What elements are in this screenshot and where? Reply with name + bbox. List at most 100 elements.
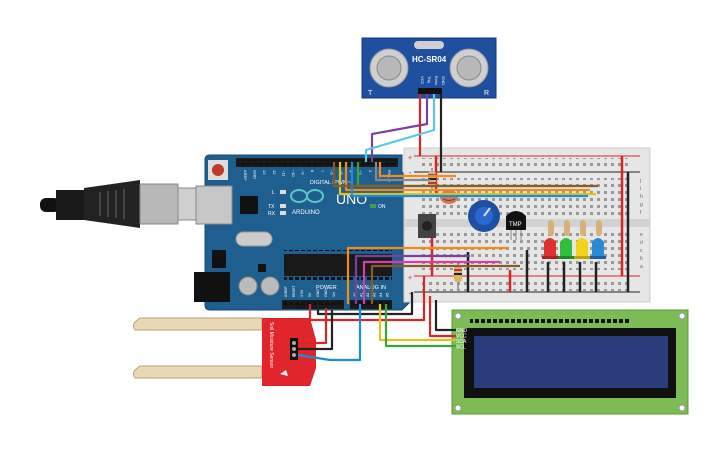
row-letter: e (640, 232, 643, 238)
power-header-label: POWER (316, 285, 337, 291)
wire-a-orange (346, 246, 508, 304)
arduino-logo (290, 189, 324, 203)
wire-soil-gnd (298, 310, 334, 351)
lcd-pin-label: GND (456, 328, 468, 334)
wire-d-orange (344, 162, 590, 192)
soil-label: Soil Moisture Sensor (268, 322, 274, 368)
power-pin-label: 5V (308, 292, 312, 297)
analog-pin-label: A2 (366, 293, 370, 297)
sonar-pin-label: Trig (427, 76, 432, 83)
lcd-pin-label: SCL (456, 345, 466, 351)
sonar-pin-label: Echo (434, 76, 439, 86)
sonar-pin-label: VCC (420, 76, 425, 85)
analog-pin-label: A3 (373, 293, 377, 297)
wire-5v-red (308, 276, 426, 322)
rail-minus-bottom: - (409, 291, 412, 298)
digital-pin-label: AREF (243, 170, 248, 181)
push-button[interactable] (418, 214, 436, 238)
power-jack (194, 272, 230, 302)
digital-header-label: DIGITAL (PWM~) (310, 180, 353, 186)
wire-d-gray (374, 162, 430, 182)
wire-d-brown (332, 162, 598, 188)
power-pin-label: Vin (332, 292, 336, 297)
led-green[interactable] (558, 238, 574, 259)
digital-pin-label: 13 (262, 170, 267, 175)
led-yellow[interactable] (574, 238, 590, 259)
digital-pin-label: ~3 (358, 170, 363, 175)
rail-plus-bottom: + (408, 275, 412, 282)
sonar-r: R (484, 90, 489, 97)
row-letter: b (640, 256, 643, 262)
power-pin-label: GND (324, 289, 328, 297)
wire-a-brown (370, 264, 520, 304)
led-tx-label: TX (268, 204, 275, 210)
rail-minus-top: - (409, 170, 412, 177)
digital-pin-label: ~5 (339, 170, 344, 175)
wire-a-purple (354, 254, 470, 304)
digital-pin-label: 2 (368, 170, 373, 173)
wire-lcd-gnd (434, 300, 456, 332)
digital-pin-label: ~10 (291, 170, 296, 178)
power-pin-labels: IOREF RESET 3.3V 5V GND GND Vin (284, 284, 336, 297)
sonar-pin-label: GND (441, 76, 446, 85)
soil-moisture-sensor[interactable]: Soil Moisture Sensor (133, 317, 317, 386)
led-l-label: L (272, 190, 275, 196)
led-red[interactable] (542, 238, 558, 259)
row-letter: g (640, 202, 643, 208)
usb-port (195, 185, 233, 225)
led-resistors[interactable] (548, 220, 602, 236)
wires (297, 94, 598, 362)
digital-pin-label: 8 (310, 170, 315, 173)
bottom-rail-holes[interactable] (420, 279, 630, 291)
temperature-sensor[interactable]: TMP (506, 211, 526, 240)
analog-pin-label: A5 (386, 293, 390, 297)
row-letter: i (640, 186, 641, 192)
wire-soil-vcc (298, 308, 328, 345)
lcd-pin-label: VCC (456, 334, 467, 340)
analog-pin-label: A4 (379, 293, 383, 297)
row-letter: d (640, 240, 643, 246)
digital-pin-label: GND (253, 170, 258, 179)
digital-pin-label: 12 (272, 170, 277, 175)
wire-d-blue (350, 162, 588, 198)
wire-soil-sig (297, 304, 362, 362)
rail-plus-top: + (408, 155, 412, 162)
on-label: ON (378, 204, 386, 210)
led-blue[interactable] (590, 238, 606, 259)
row-letter: j (639, 178, 641, 184)
row-letter: c (640, 248, 643, 254)
wire-lcd-scl (384, 304, 456, 348)
wire-gnd-black (316, 292, 414, 316)
resistor-bottom[interactable] (454, 262, 462, 290)
power-pin-label: RESET (292, 284, 296, 297)
usb-cable (40, 180, 205, 228)
wire-d-orange2 (378, 162, 456, 178)
digital-pin-label: ~9 (301, 170, 306, 175)
wire-lcd-vcc (428, 296, 456, 338)
sonar-model: HC-SR04 (412, 55, 447, 64)
top-rail-holes[interactable] (420, 158, 630, 170)
power-pin-label: 3.3V (300, 289, 304, 297)
digital-pin-label: ~11 (281, 170, 286, 177)
reset-button[interactable] (212, 164, 224, 176)
lcd-pin-label: SDA (456, 339, 467, 345)
row-letter: h (640, 194, 643, 200)
power-pin-label: IOREF (284, 286, 288, 297)
power-pin-label: GND (316, 289, 320, 297)
tmp-label: TMP (509, 222, 522, 228)
potentiometer[interactable] (468, 200, 500, 232)
row-letter: a (640, 264, 643, 270)
brand-label: ARDUINO (292, 210, 320, 216)
row-letter: f (640, 210, 642, 216)
arduino-board: ARDUINO UNO DIGITAL (PWM~) ANALOG IN POW… (194, 154, 413, 311)
lcd-screen (474, 336, 668, 388)
analog-pin-label: A1 (360, 293, 364, 297)
digital-pin-label: ~6 (329, 170, 334, 175)
wire-lcd-sda (378, 304, 456, 342)
